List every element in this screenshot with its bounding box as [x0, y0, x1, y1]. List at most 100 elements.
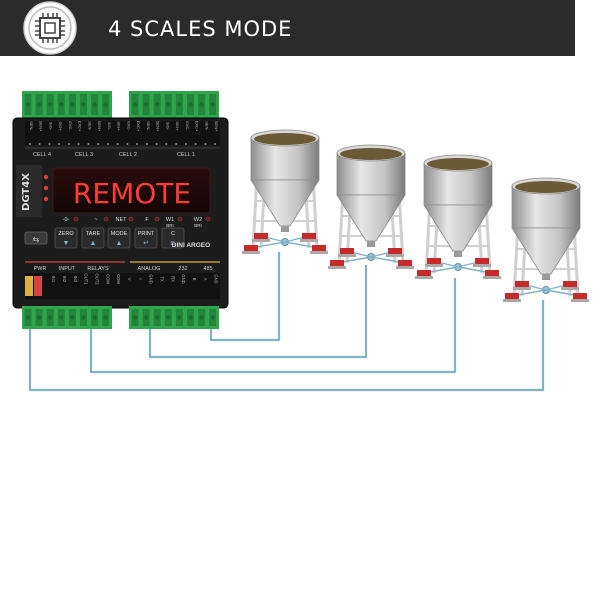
- indicator-led: [128, 216, 134, 222]
- bottom-pin-label: B: [192, 278, 197, 281]
- top-pin-label: EXC-: [126, 121, 131, 131]
- load-cell: [254, 233, 268, 239]
- load-cell-base: [415, 276, 433, 279]
- bottom-pin-label: GND: [214, 274, 219, 283]
- pin-dot: [126, 143, 129, 145]
- usb-port: [24, 231, 48, 245]
- cable-scale-2: [148, 265, 368, 359]
- keypad-button-print[interactable]: [134, 227, 158, 249]
- cable-scale-3: [89, 278, 457, 374]
- load-cell-base: [561, 287, 579, 290]
- terminal-screw: [210, 315, 215, 320]
- silo-outlet: [367, 241, 375, 247]
- brand-label: DINI ARGEO: [172, 242, 210, 249]
- indicator-led: [103, 216, 109, 222]
- indicator-label: W1: [166, 217, 174, 223]
- terminal-screw: [155, 102, 160, 107]
- pin-dot: [48, 143, 51, 145]
- terminal-screw: [188, 315, 193, 320]
- load-cell: [475, 258, 489, 264]
- bottom-pin-label: OUT2: [94, 273, 99, 285]
- pin-dot: [38, 143, 41, 145]
- bottom-pin-label: -: [40, 278, 45, 280]
- page-title: 4 SCALES MODE: [108, 17, 293, 41]
- load-cell: [505, 293, 519, 299]
- bottom-pin-label: A: [203, 278, 208, 281]
- load-cell-base: [242, 251, 260, 254]
- terminal-screw: [166, 315, 171, 320]
- load-cell: [417, 270, 431, 276]
- load-cell: [563, 281, 577, 287]
- keypad-button-zero[interactable]: [54, 227, 78, 249]
- io-group-label: ANALOG: [138, 266, 161, 272]
- top-pin-label: SEN-: [204, 121, 209, 131]
- bottom-pin-label: I: [138, 278, 143, 279]
- cell-group-label: CELL 3: [75, 152, 93, 158]
- load-cell-base: [328, 266, 346, 269]
- cell-group-label: CELL 4: [33, 152, 51, 158]
- pin-dot: [184, 143, 187, 145]
- pin-dot: [204, 143, 207, 145]
- terminal-screw: [81, 315, 86, 320]
- silo-scale-4: [503, 177, 589, 302]
- cell-group-label: CELL 2: [119, 152, 137, 158]
- indicator-label: ~: [94, 217, 97, 223]
- usb-icon: ⇆: [33, 235, 40, 244]
- keypad-arrow-icon: ▼: [63, 240, 70, 247]
- top-pin-label: SIG+: [58, 121, 63, 131]
- display-text: REMOTE: [73, 177, 191, 210]
- load-cell-base: [252, 239, 270, 242]
- bottom-pin-label: GND: [181, 274, 186, 283]
- cable-group: [28, 252, 545, 392]
- keypad-button-label: C: [171, 231, 175, 237]
- indicator-led: [154, 216, 160, 222]
- top-pin-label: SIG-: [165, 122, 170, 131]
- pin-dot: [145, 143, 148, 145]
- silo-cone: [423, 204, 493, 252]
- load-cell-base: [513, 287, 531, 290]
- keypad-arrow-icon: ⊏: [170, 240, 176, 247]
- dgt4x-indicator: SEN-SEN+SIG-SIG+EXC-EXC+SEN-SEN+SIG-SIG+…: [12, 117, 229, 309]
- load-cell-base: [473, 264, 491, 267]
- indicator-led: [73, 216, 79, 222]
- io-group-label: 232: [178, 266, 187, 272]
- indicator-sublabel: BRI: [166, 223, 174, 228]
- load-cell-base: [300, 239, 318, 242]
- keypad-arrow-icon: ↵: [143, 240, 149, 247]
- keypad-button-c[interactable]: [161, 227, 185, 249]
- bottom-pin-label: IN1: [51, 276, 56, 283]
- pin-dot: [214, 143, 217, 145]
- top-pin-label: SEN-: [146, 121, 151, 131]
- pin-dot: [116, 143, 119, 145]
- top-pin-label: SEN+: [156, 121, 161, 132]
- terminal-screw: [48, 102, 53, 107]
- silo-scale-1: [242, 129, 328, 254]
- silo-scale-2: [328, 144, 414, 269]
- silo-outlet: [542, 274, 550, 280]
- terminal-screw: [36, 102, 42, 107]
- bottom-terminal-block: [22, 306, 219, 329]
- bottom-pin-label: IN2: [62, 276, 67, 283]
- silo-outlet: [281, 226, 289, 232]
- keypad-button-tare[interactable]: [81, 227, 105, 249]
- status-led-3: [43, 196, 49, 202]
- terminal-screw: [81, 102, 86, 107]
- load-cell-base: [571, 299, 589, 302]
- pin-dot: [155, 143, 158, 145]
- cable-scale-4: [28, 300, 545, 392]
- top-pin-label: SEN-: [29, 121, 34, 131]
- top-pin-label: EXC+: [195, 121, 200, 132]
- terminal-screw: [177, 315, 182, 320]
- terminal-screw: [132, 315, 138, 320]
- indicator-sublabel: BRI: [194, 223, 202, 228]
- terminal-screw: [59, 315, 64, 320]
- silo-outlet: [454, 251, 462, 257]
- pin-dot: [106, 143, 109, 145]
- bottom-pin-label: RX: [170, 276, 175, 282]
- keypad-button-label: MODE: [111, 231, 128, 237]
- load-cell: [340, 248, 354, 254]
- indicator-label: F: [145, 217, 149, 223]
- keypad-button-mode[interactable]: [107, 227, 131, 249]
- indicator-label: NET: [116, 217, 128, 223]
